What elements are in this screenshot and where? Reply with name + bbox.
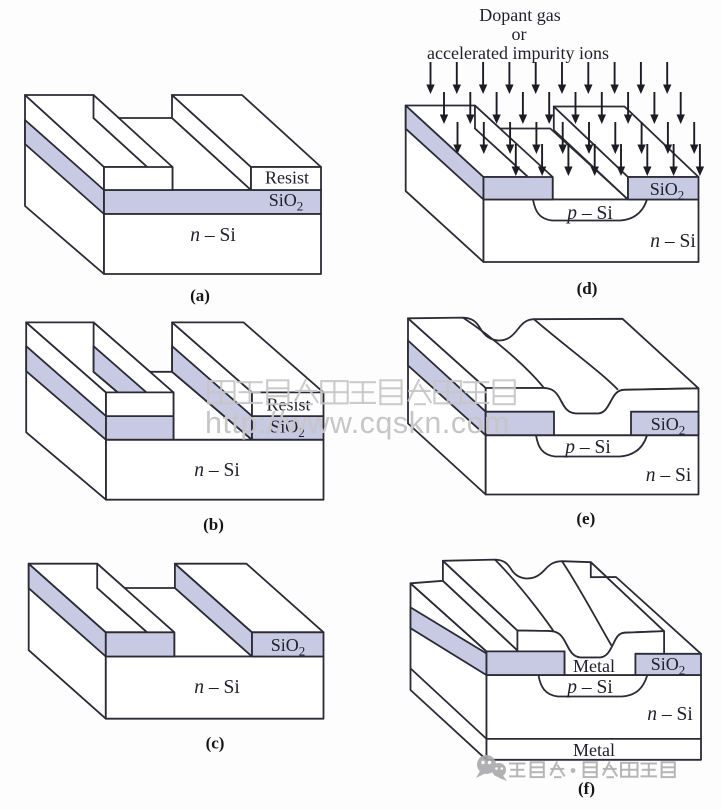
svg-text:Metal: Metal	[573, 656, 615, 676]
svg-text:Dopant gas: Dopant gas	[479, 5, 560, 25]
svg-text:n – Si: n – Si	[647, 704, 693, 725]
svg-text:SiO2: SiO2	[271, 635, 306, 659]
svg-text:accelerated impurity ions: accelerated impurity ions	[427, 43, 609, 63]
svg-text:p – Si: p – Si	[565, 203, 613, 224]
svg-text:n – Si: n – Si	[190, 225, 236, 246]
svg-text:http://www.cqskn.com: http://www.cqskn.com	[205, 406, 510, 440]
svg-text:p – Si: p – Si	[563, 437, 611, 458]
svg-text:(f): (f)	[578, 779, 595, 798]
svg-text:SiO2: SiO2	[650, 179, 685, 203]
svg-text:p – Si: p – Si	[565, 677, 613, 698]
svg-text:(b): (b)	[203, 515, 224, 534]
svg-text:n – Si: n – Si	[650, 231, 696, 252]
svg-text:n – Si: n – Si	[194, 677, 240, 698]
svg-text:SiO2: SiO2	[269, 190, 304, 214]
svg-text:SiO2: SiO2	[270, 417, 305, 441]
svg-text:Metal: Metal	[573, 740, 615, 760]
svg-text:n – Si: n – Si	[194, 460, 240, 481]
svg-text:or: or	[512, 24, 527, 44]
svg-text:(a): (a)	[190, 286, 210, 305]
svg-text:(e): (e)	[576, 509, 595, 528]
svg-text:n – Si: n – Si	[646, 465, 692, 486]
svg-text:Resist: Resist	[265, 168, 309, 188]
svg-text:SiO2: SiO2	[651, 414, 686, 438]
svg-text:(c): (c)	[206, 734, 225, 753]
svg-text:SiO2: SiO2	[651, 654, 686, 678]
svg-text:(d): (d)	[577, 279, 598, 298]
